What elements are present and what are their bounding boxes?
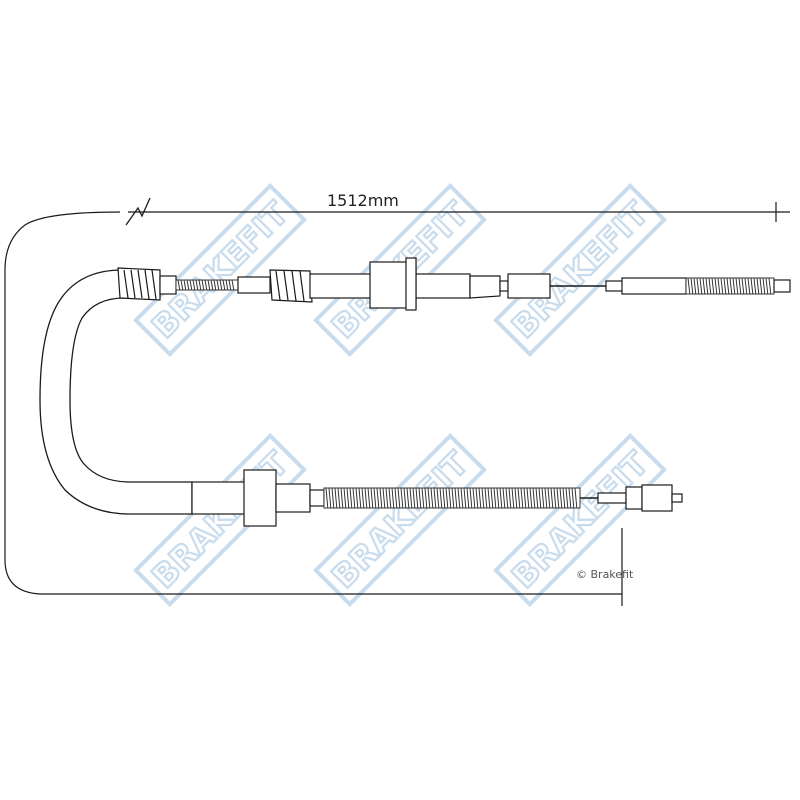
upper-thread xyxy=(685,277,775,295)
watermark-text: BRAKEFIT xyxy=(324,444,475,595)
lower-spring xyxy=(323,487,581,509)
lower-cable-end xyxy=(191,469,683,527)
copyright-label: © Brakefit xyxy=(576,568,634,581)
brakefit-watermark: BRAKEFIT xyxy=(133,433,307,607)
watermark-text: BRAKEFIT xyxy=(504,194,655,345)
upper-cable-end xyxy=(117,257,791,311)
brakefit-watermark: BRAKEFIT xyxy=(493,183,667,357)
upper-inner-spring xyxy=(175,279,239,291)
cable-sheath xyxy=(39,269,193,515)
dimension-label: 1512mm xyxy=(327,191,399,210)
dimension-lines xyxy=(4,197,790,606)
brakefit-watermark: BRAKEFIT xyxy=(313,433,487,607)
